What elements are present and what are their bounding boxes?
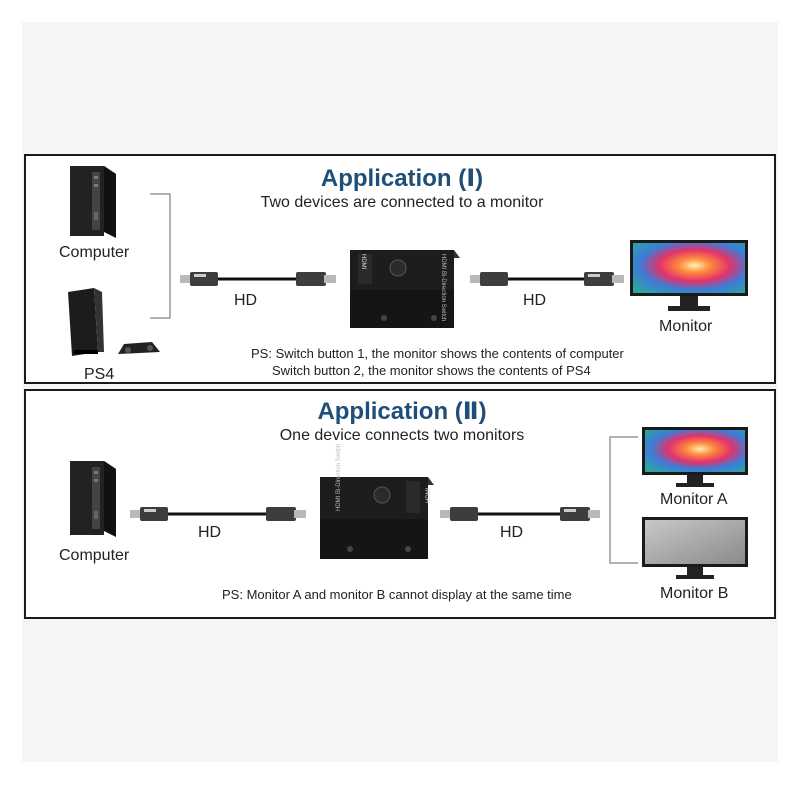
- application-1-panel: Application (Ⅰ) Two devices are connecte…: [24, 154, 776, 384]
- hdmi-cable-right: [440, 507, 600, 521]
- cable-right-label: HD: [523, 292, 547, 309]
- ps4-console-icon: [68, 288, 160, 356]
- hdmi-cable-right: [470, 272, 624, 286]
- monitor-icon: [630, 240, 748, 311]
- note-line-2: Switch button 2, the monitor shows the c…: [272, 363, 591, 378]
- monitor-a-icon: [642, 427, 748, 487]
- note-line-1: PS: Switch button 1, the monitor shows t…: [251, 346, 624, 361]
- switch-model-text: HDMI Bi-Direction Switch: [336, 443, 342, 511]
- switch-model-text: HDMI Bi-Direction Switch: [440, 254, 446, 322]
- application-2-panel: Application (Ⅱ) One device connects two …: [24, 389, 776, 619]
- switch-brand-label: HDMI: [360, 254, 366, 270]
- monitor-a-label: Monitor A: [660, 491, 728, 508]
- note-line: PS: Monitor A and monitor B cannot displ…: [222, 587, 572, 602]
- cable-right-label: HD: [500, 524, 524, 541]
- output-bracket: [609, 436, 638, 564]
- ps4-label: PS4: [84, 366, 115, 383]
- computer-label: Computer: [59, 547, 130, 564]
- computer-tower-icon: [70, 461, 116, 537]
- computer-label: Computer: [59, 244, 130, 261]
- application-1-title: Application (Ⅰ): [320, 165, 484, 192]
- application-2-title: Application (Ⅱ): [317, 398, 487, 425]
- monitor-label: Monitor: [659, 318, 713, 335]
- hdmi-switch-box: [350, 250, 460, 328]
- cable-left-label: HD: [198, 524, 222, 541]
- application-2-subtitle: One device connects two monitors: [279, 427, 525, 444]
- monitor-b-label: Monitor B: [660, 585, 729, 602]
- application-1-subtitle: Two devices are connected to a monitor: [260, 194, 544, 211]
- computer-tower-icon: [70, 166, 116, 238]
- switch-brand-label: HDMI: [426, 487, 432, 503]
- cable-left-label: HD: [234, 292, 258, 309]
- hdmi-cable-left: [130, 507, 306, 521]
- hdmi-cable-left: [180, 272, 336, 286]
- monitor-b-icon: [642, 517, 748, 579]
- input-bracket: [150, 193, 171, 319]
- hdmi-switch-box: [320, 477, 434, 559]
